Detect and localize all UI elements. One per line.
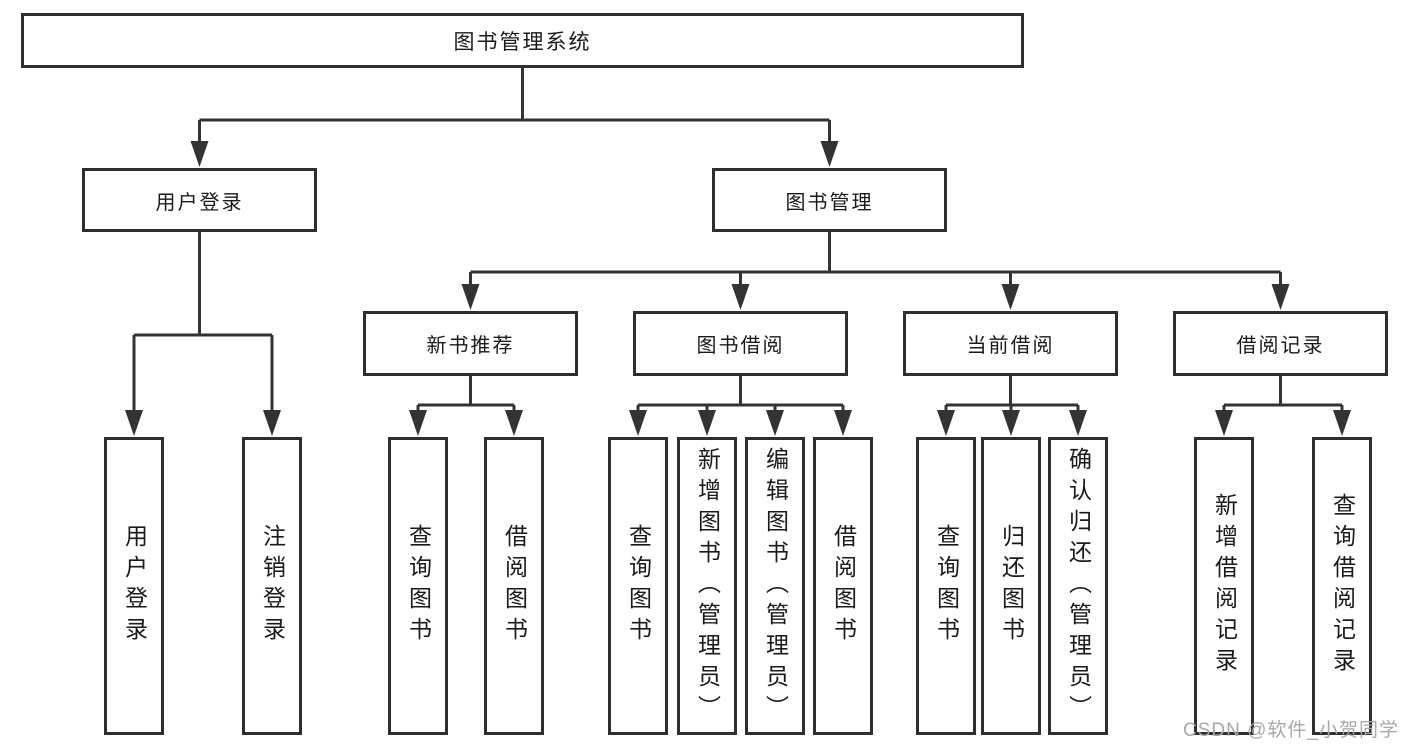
arrowhead [125,410,143,436]
arrowhead [1001,284,1020,310]
arrowhead [190,141,209,167]
leaf-return-book: 归还图书 [981,437,1041,735]
leaf-borrow-books-recommend: 借阅图书 [484,437,544,735]
leaf-edit-book-admin: 编辑图书（管理员） [745,437,805,735]
arrowhead [505,410,523,436]
leaf-label: 用户登录 [121,524,148,648]
node-book-management: 图书管理 [712,168,947,232]
leaf-label: 编辑图书（管理员） [762,446,789,726]
arrowhead [1333,410,1351,436]
arrowhead [937,410,955,436]
leaf-logout: 注销登录 [242,437,302,735]
csdn-watermark: CSDN @软件_小贺同学 [1183,720,1399,741]
node-borrow-records: 借阅记录 [1173,311,1388,376]
node-user-login: 用户登录 [82,168,317,232]
arrowhead [263,410,281,436]
leaf-query-books-borrow: 查询图书 [608,437,668,735]
leaf-label: 借阅图书 [501,524,528,648]
leaf-query-books-recommend: 查询图书 [388,437,448,735]
leaf-label: 新增借阅记录 [1211,493,1238,679]
leaf-label: 查询图书 [405,524,432,648]
node-book-borrow: 图书借阅 [633,311,848,376]
arrowhead [766,410,784,436]
leaf-query-borrow-record: 查询借阅记录 [1312,437,1372,735]
arrowhead [1069,410,1087,436]
node-new-book-recommend: 新书推荐 [363,311,578,376]
leaf-label: 新增图书（管理员） [694,446,721,726]
leaf-confirm-return-admin: 确认归还（管理员） [1048,437,1108,735]
arrowhead [1271,284,1290,310]
arrowhead [731,284,750,310]
arrowhead [834,410,852,436]
arrowhead [461,284,480,310]
leaf-label: 归还图书 [998,524,1025,648]
leaf-label: 注销登录 [259,524,286,648]
arrowhead [1215,410,1233,436]
leaf-label: 查询借阅记录 [1329,493,1356,679]
node-current-borrow: 当前借阅 [903,311,1118,376]
arrowhead [698,410,716,436]
arrowhead [1002,410,1020,436]
leaf-label: 确认归还（管理员） [1065,446,1092,726]
leaf-add-book-admin: 新增图书（管理员） [677,437,737,735]
arrowhead [820,141,839,167]
leaf-add-borrow-record: 新增借阅记录 [1194,437,1254,735]
leaf-label: 查询图书 [933,524,960,648]
arrowhead [629,410,647,436]
leaf-label: 查询图书 [625,524,652,648]
leaf-query-books-current: 查询图书 [916,437,976,735]
leaf-user-login: 用户登录 [104,437,164,735]
node-library-system: 图书管理系统 [21,13,1024,68]
leaf-label: 借阅图书 [830,524,857,648]
leaf-borrow-books-borrow: 借阅图书 [813,437,873,735]
arrowhead [409,410,427,436]
